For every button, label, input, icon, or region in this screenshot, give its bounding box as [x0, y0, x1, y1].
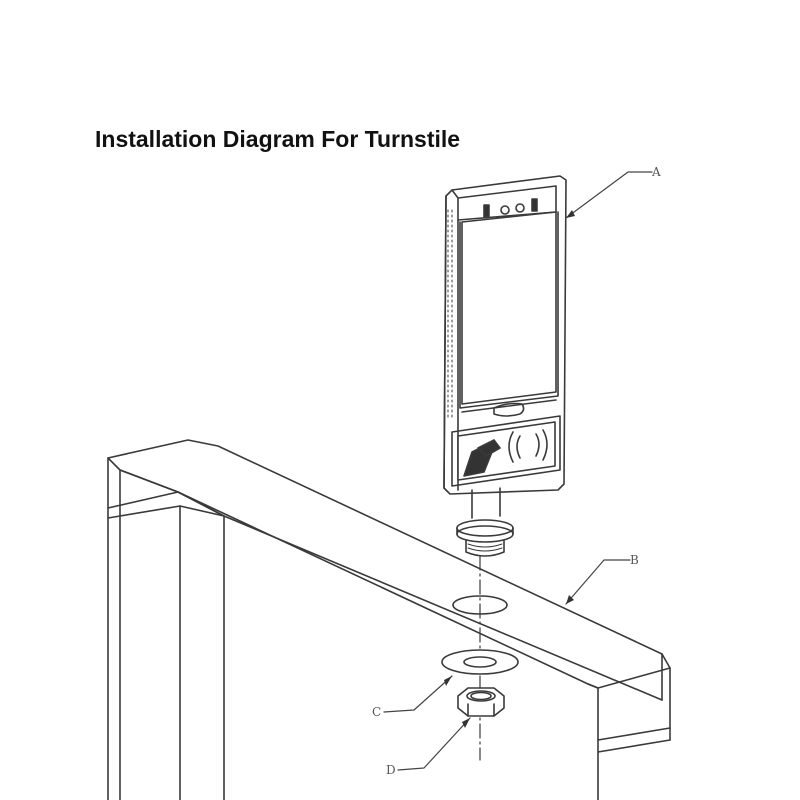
washer — [441, 649, 519, 675]
callout-a: A — [651, 165, 661, 179]
leader-lines — [383, 171, 653, 771]
callout-c: C — [372, 705, 381, 719]
callout-d: D — [386, 763, 396, 777]
diagram-title: Installation Diagram For Turnstile — [95, 126, 461, 152]
face-recognition-terminal — [443, 175, 567, 557]
callout-b: B — [630, 553, 639, 567]
turnstile-body — [107, 439, 671, 800]
hex-nut — [457, 687, 505, 717]
